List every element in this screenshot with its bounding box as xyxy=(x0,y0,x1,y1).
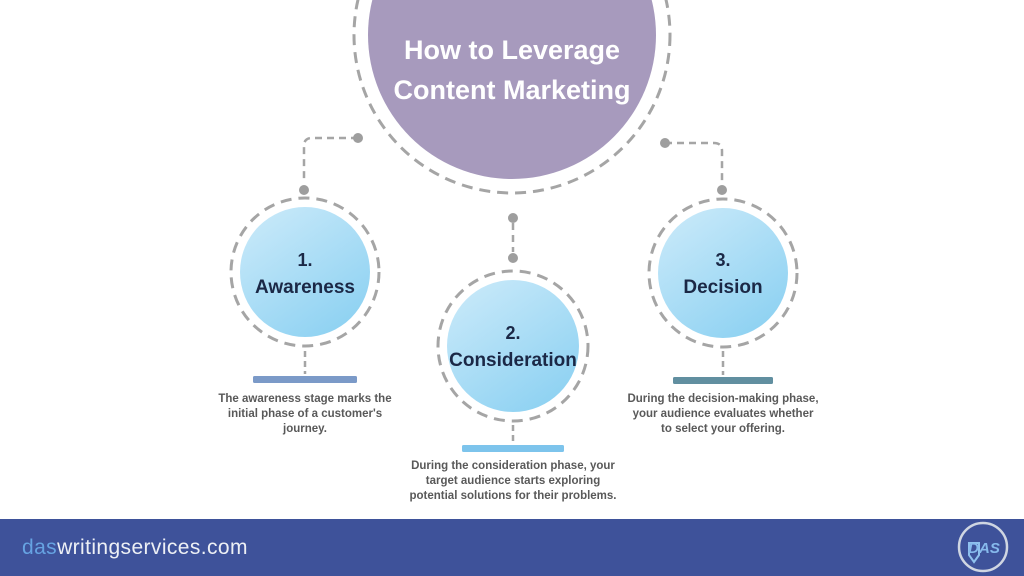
stage-1-circle-border xyxy=(229,196,381,348)
logo-text: DAS xyxy=(968,540,1000,557)
stage-1-label: 1. Awareness xyxy=(205,247,405,301)
site-url-prefix: das xyxy=(22,535,58,559)
logo-shield xyxy=(968,542,980,564)
das-logo-icon: DAS xyxy=(957,521,1009,573)
connector-middle-dot-end xyxy=(508,253,518,263)
stage-3-number: 3. xyxy=(715,250,731,270)
stage-1-name: Awareness xyxy=(255,277,355,298)
stage-2-description: During the consideration phase, your tar… xyxy=(409,460,617,502)
stage-3-accent-bar xyxy=(673,377,773,384)
page-title: How to Leverage Content Marketing xyxy=(352,30,672,110)
site-url-rest: writingservices.com xyxy=(57,535,248,559)
stage-2-circle xyxy=(447,280,579,412)
stage-1-number: 1. xyxy=(297,250,313,270)
stage-2-accent-bar xyxy=(462,445,564,452)
connector-right-dot-end xyxy=(717,185,727,195)
connector-left-line xyxy=(302,136,358,182)
connector-right-dot-start xyxy=(660,138,670,148)
stage-1-accent-bar xyxy=(253,376,357,383)
footer-bar: daswritingservices.com xyxy=(0,519,1024,576)
page-title-line-1: How to Leverage xyxy=(403,35,621,65)
stage-3-circle-border xyxy=(647,197,799,349)
connector-left-dot-start xyxy=(353,133,363,143)
stage-2-number: 2. xyxy=(505,323,521,343)
stage-2-label: 2. Consideration xyxy=(413,320,613,374)
page-title-line-2: Content Marketing xyxy=(393,75,631,105)
stage-1-description: The awareness stage marks the initial ph… xyxy=(218,393,392,435)
stage-1-circle xyxy=(240,207,370,337)
stage-2-circle-border xyxy=(436,269,590,423)
title-circle-border xyxy=(352,0,672,195)
logo-circle xyxy=(957,521,1009,573)
stage-3-description: During the decision-making phase, your a… xyxy=(627,393,819,435)
stage-3-circle xyxy=(658,208,788,338)
stage-3-name: Decision xyxy=(683,277,763,298)
connector-left-dot-end xyxy=(299,185,309,195)
stage-3-label: 3. Decision xyxy=(623,247,823,301)
connector-middle-dot-start xyxy=(508,213,518,223)
title-circle xyxy=(368,0,656,179)
connector-right-line xyxy=(665,141,724,182)
site-url[interactable]: daswritingservices.com xyxy=(22,536,248,560)
stage-2-name: Consideration xyxy=(449,350,577,371)
